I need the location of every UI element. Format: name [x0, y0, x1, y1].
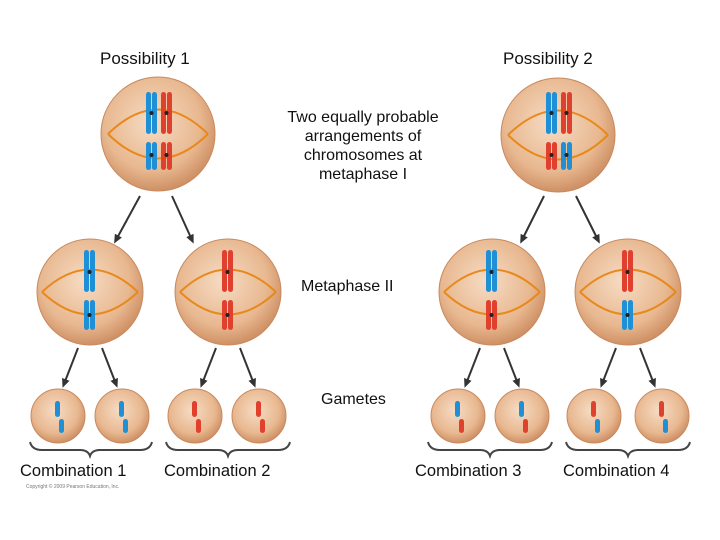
combination-4-label: Combination 4	[563, 462, 670, 480]
copyright-notice: Copyright © 2009 Pearson Education, Inc.	[26, 484, 120, 490]
gamete-2	[94, 388, 150, 444]
metaphase-1-cell-possibility-2	[500, 77, 616, 193]
metaphase-1-caption-line: chromosomes at	[303, 147, 423, 164]
combination-1-label: Combination 1	[20, 462, 127, 480]
metaphase-2-cell-3	[438, 238, 546, 346]
chromosome-pair-top	[146, 92, 172, 134]
arrow	[575, 195, 600, 244]
arrow	[101, 347, 118, 388]
metaphase-1-caption: Two equally probable arrangements of chr…	[243, 108, 483, 184]
chromosome-pair-bottom	[546, 142, 572, 170]
arrow	[639, 347, 656, 388]
gamete-3	[167, 388, 223, 444]
chromosome-pair-top	[546, 92, 572, 134]
combination-2-bracket	[165, 441, 291, 460]
spindle-fiber	[507, 134, 609, 161]
metaphase-1-caption-line: arrangements of	[304, 128, 422, 145]
gamete-6	[494, 388, 550, 444]
spindle-fiber	[507, 109, 609, 136]
arrow	[239, 347, 256, 388]
gamete-8	[634, 388, 690, 444]
combination-3-label: Combination 3	[415, 462, 522, 480]
possibility-2-label: Possibility 2	[503, 49, 593, 68]
arrow	[200, 347, 217, 388]
metaphase-2-cell-2	[174, 238, 282, 346]
chromosome-pair-bottom	[146, 142, 172, 170]
gamete-5	[430, 388, 486, 444]
gametes-caption: Gametes	[321, 391, 386, 408]
spindle-fiber	[107, 133, 209, 160]
combination-1-bracket	[29, 441, 153, 460]
arrow	[520, 195, 545, 244]
metaphase-1-caption-line: metaphase I	[318, 166, 408, 183]
arrow	[464, 347, 481, 388]
arrow	[503, 347, 520, 388]
combination-4-bracket	[565, 441, 691, 460]
metaphase-1-cell-possibility-1	[100, 76, 216, 192]
metaphase-2-caption: Metaphase II	[301, 278, 394, 295]
arrow	[114, 195, 141, 244]
combination-2-label: Combination 2	[164, 462, 271, 480]
gamete-1	[30, 388, 86, 444]
spindle-fiber	[107, 108, 209, 135]
possibility-1-label: Possibility 1	[100, 49, 190, 68]
metaphase-1-caption-line: Two equally probable	[287, 109, 439, 126]
gamete-7	[566, 388, 622, 444]
combination-3-bracket	[427, 441, 553, 460]
arrow	[171, 195, 194, 244]
arrow	[600, 347, 617, 388]
gamete-4	[231, 388, 287, 444]
metaphase-2-cell-1	[36, 238, 144, 346]
metaphase-2-cell-4	[574, 238, 682, 346]
arrow	[62, 347, 79, 388]
